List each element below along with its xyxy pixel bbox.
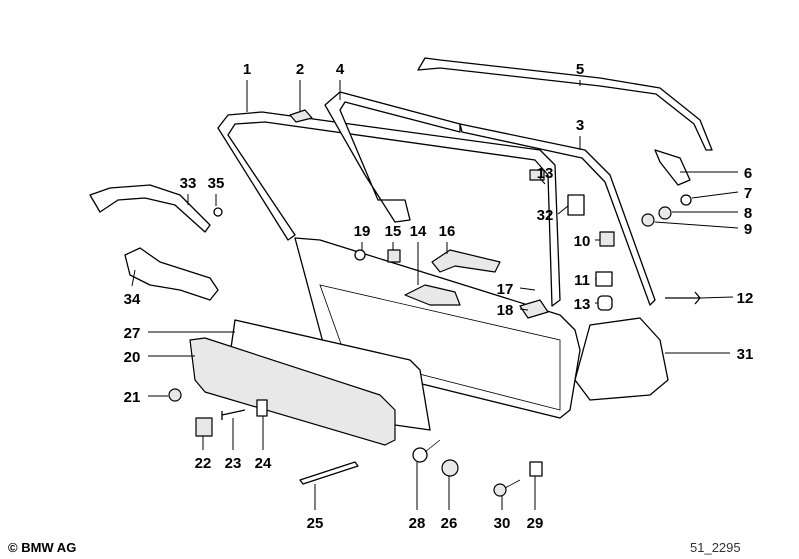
part-5-strip — [417, 57, 713, 151]
part-18-nut — [519, 299, 549, 319]
part-6-hinge — [654, 149, 691, 186]
part-31-trim — [574, 317, 669, 401]
part-1-seal — [217, 111, 561, 307]
callout-6: 6 — [744, 165, 752, 182]
callout-13-bottom: 13 — [574, 296, 591, 313]
callout-4: 4 — [336, 61, 345, 78]
callout-11: 11 — [574, 272, 590, 289]
part-34-cover — [124, 247, 219, 301]
part-25-rod — [299, 461, 359, 485]
callout-28: 28 — [409, 515, 426, 532]
callout-22: 22 — [195, 455, 212, 472]
callout-34: 34 — [124, 291, 141, 308]
leader-lines — [131, 80, 739, 510]
callout-15: 15 — [385, 223, 402, 240]
part-12-bolt — [665, 291, 701, 305]
part-16-cover — [431, 249, 501, 273]
callout-10: 10 — [574, 233, 591, 250]
part-20-trim — [189, 337, 396, 446]
part-8-nut — [658, 206, 672, 220]
callout-16: 16 — [439, 223, 456, 240]
part-9-bush — [641, 213, 655, 227]
callout-29: 29 — [527, 515, 544, 532]
callout-5: 5 — [576, 61, 584, 78]
callout-31: 31 — [737, 346, 754, 363]
callout-30: 30 — [494, 515, 511, 532]
callout-12: 12 — [737, 290, 754, 307]
callout-19: 19 — [354, 223, 371, 240]
callout-14: 14 — [410, 223, 427, 240]
part-10-buffer — [599, 231, 615, 247]
part-4-seal — [324, 91, 461, 223]
callout-2: 2 — [296, 61, 304, 78]
callout-17: 17 — [497, 281, 514, 298]
callout-27: 27 — [124, 325, 141, 342]
part-13a-bump — [529, 169, 545, 181]
callout-21: 21 — [124, 389, 141, 406]
part-7-washer — [680, 194, 692, 206]
part-24-clip — [256, 399, 268, 417]
callout-1: 1 — [243, 61, 251, 78]
copyright: © BMW AG — [8, 540, 77, 555]
part-21-clip — [168, 388, 182, 402]
diagram-id: 51_2295 — [690, 540, 741, 555]
callout-9: 9 — [744, 221, 752, 238]
part-23-screw — [221, 409, 246, 420]
part-13b-grommet — [597, 295, 613, 311]
callout-33: 33 — [180, 175, 197, 192]
part-22-pad — [195, 417, 213, 437]
part-14-handle-recess — [404, 284, 461, 306]
callout-18: 18 — [497, 302, 514, 319]
part-19-clip — [354, 249, 366, 261]
part-11-clip — [595, 271, 613, 287]
part-30-screw — [493, 483, 507, 497]
callout-23: 23 — [225, 455, 242, 472]
callout-7: 7 — [744, 185, 752, 202]
part-26-plug — [441, 459, 459, 477]
callout-8: 8 — [744, 205, 752, 222]
part-32-latch — [567, 194, 585, 216]
part-3-strip — [459, 123, 656, 306]
callout-24: 24 — [255, 455, 272, 472]
callout-35: 35 — [208, 175, 225, 192]
callout-25: 25 — [307, 515, 324, 532]
callout-3: 3 — [576, 117, 584, 134]
part-35-screw — [213, 207, 223, 217]
part-33-bracket — [89, 184, 211, 233]
callout-labels: 1 2 4 5 3 6 7 8 9 33 35 13 32 19 15 14 1… — [124, 61, 754, 532]
part-shapes — [89, 57, 713, 497]
part-29-nut — [529, 461, 543, 477]
part-28-buffer — [412, 447, 428, 463]
callout-13-top: 13 — [537, 165, 554, 182]
part-15-clip — [387, 249, 401, 263]
callout-32: 32 — [537, 207, 554, 224]
callout-26: 26 — [441, 515, 458, 532]
callout-20: 20 — [124, 349, 141, 366]
